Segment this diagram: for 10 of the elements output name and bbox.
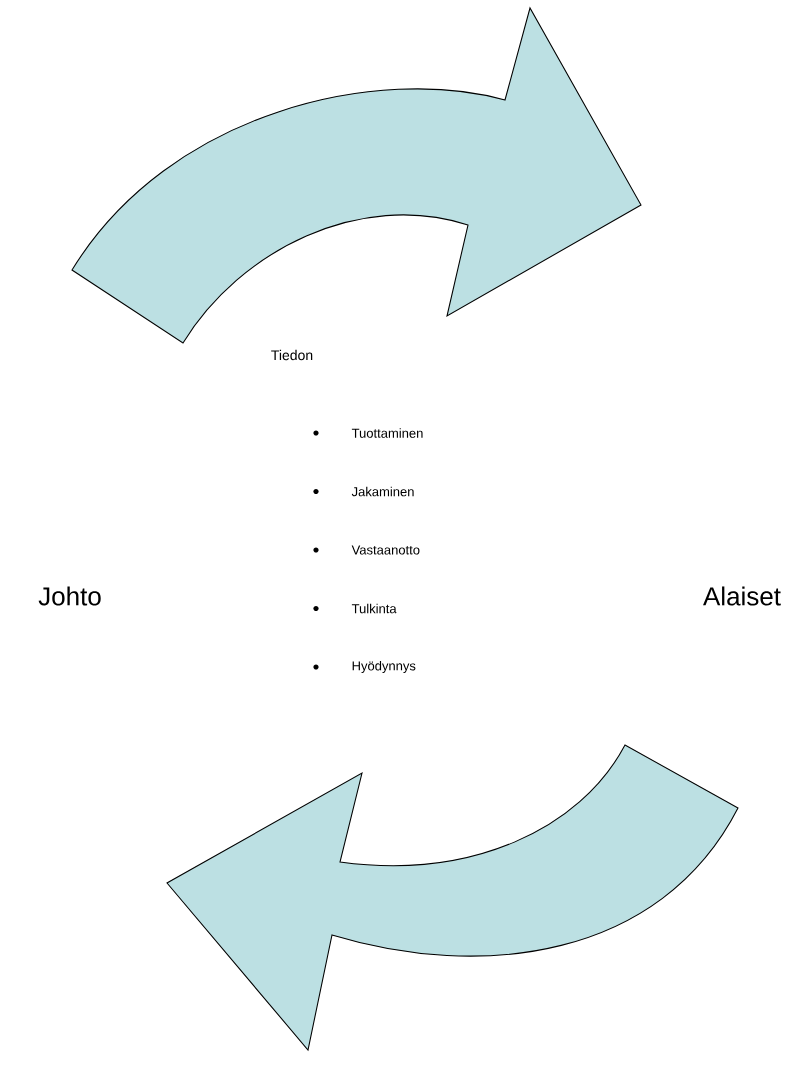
curved-arrow	[71, 7, 642, 344]
list-text: Hyödynnys	[352, 660, 416, 674]
curved-arrow	[166, 744, 739, 1051]
list-text: Jakaminen	[351, 486, 414, 497]
list-text: Vastaanotto	[351, 545, 420, 555]
list-text: Tuottaminen	[351, 428, 423, 438]
list-text: Tiedon	[271, 349, 313, 361]
side-label: Johto	[38, 586, 101, 606]
side-label: Alaiset	[703, 586, 781, 606]
list-text: Tulkinta	[351, 603, 397, 614]
